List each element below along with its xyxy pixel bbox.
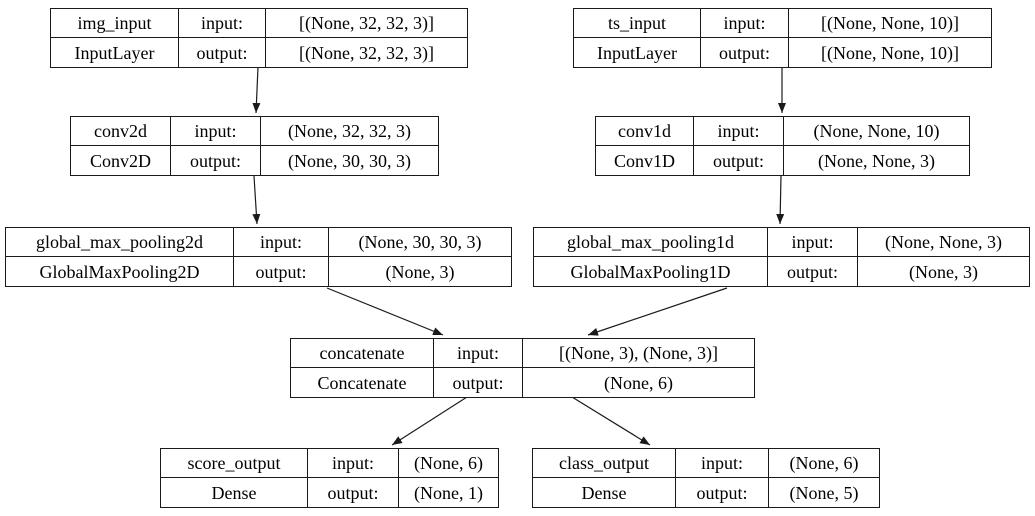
input-label-cell: input: [179,9,266,38]
output-shape-cell: (None, 30, 30, 3) [288,150,411,171]
node-score-output: score_output input: (None, 6) Dense outp… [160,448,499,508]
output-label-cell: output: [171,146,261,175]
output-shape-cell: [(None, 32, 32, 3)] [299,42,434,63]
input-label-cell: input: [434,339,523,368]
input-shape-cell: (None, 32, 32, 3) [261,117,438,146]
layer-name-cell: score_output [161,449,308,478]
output-label-cell: output: [701,38,789,67]
output-shape-cell: (None, 1) [414,482,483,503]
input-shape-cell: (None, 6) [769,449,879,478]
layer-name-cell: conv2d [71,117,171,146]
layer-name-cell: global_max_pooling2d [6,228,234,257]
layer-name-cell: global_max_pooling1d [534,228,768,257]
input-label-cell: input: [676,449,769,478]
input-shape-cell: (None, None, 10) [784,117,969,146]
output-shape-cell: (None, 5) [789,482,859,503]
node-ts-input: ts_input input: [(None, None, 10)] Input… [573,8,992,68]
layer-type-cell: GlobalMaxPooling2D [6,257,234,286]
node-conv2d: conv2d input: (None, 32, 32, 3) Conv2D o… [70,116,439,176]
edge-img-input-to-conv2d [252,66,261,114]
layer-type-cell: InputLayer [51,38,179,67]
node-conv1d: conv1d input: (None, None, 10) Conv1D ou… [595,116,970,176]
input-label-cell: input: [234,228,329,257]
node-concatenate: concatenate input: [(None, 3), (None, 3)… [290,338,755,398]
layer-type-cell: Conv2D [71,146,171,175]
edge-concatenate-to-score-output [391,396,468,446]
edge-global-max-pooling1d-to-concatenate [587,287,728,336]
edge-conv2d-to-global-max-pooling2d [252,175,261,225]
layer-type-cell: Conv1D [596,146,694,175]
layer-type-cell: Concatenate [291,368,434,397]
input-shape-cell: (None, 30, 30, 3) [329,228,511,257]
output-label-cell: output: [179,38,266,67]
layer-type-cell: Dense [533,478,676,507]
edge-concatenate-to-class-output [571,396,651,446]
output-shape-cell: [(None, None, 10)] [821,42,959,63]
input-label-cell: input: [701,9,789,38]
layer-type-cell: Dense [161,478,308,507]
node-class-output: class_output input: (None, 6) Dense outp… [532,448,880,508]
input-shape-cell: [(None, 3), (None, 3)] [523,339,754,368]
output-label-cell: output: [768,257,858,286]
output-shape-cell: (None, 6) [604,372,673,393]
output-label-cell: output: [434,368,523,397]
input-label-cell: input: [308,449,399,478]
node-global-max-pooling2d: global_max_pooling2d input: (None, 30, 3… [5,227,512,287]
node-global-max-pooling1d: global_max_pooling1d input: (None, None,… [533,227,1030,287]
input-label-cell: input: [694,117,784,146]
input-shape-cell: [(None, 32, 32, 3)] [266,9,467,38]
input-shape-cell: (None, 6) [399,449,498,478]
output-label-cell: output: [676,478,769,507]
input-shape-cell: (None, None, 3) [858,228,1029,257]
layer-name-cell: conv1d [596,117,694,146]
edge-conv1d-to-global-max-pooling1d [776,175,785,225]
layer-name-cell: ts_input [574,9,701,38]
edge-global-max-pooling2d-to-concatenate [326,287,444,336]
input-shape-cell: [(None, None, 10)] [789,9,991,38]
node-img-input: img_input input: [(None, 32, 32, 3)] Inp… [50,8,468,68]
output-shape-cell: (None, 3) [385,261,455,282]
output-label-cell: output: [694,146,784,175]
layer-name-cell: img_input [51,9,179,38]
layer-type-cell: GlobalMaxPooling1D [534,257,768,286]
input-label-cell: input: [768,228,858,257]
layer-type-cell: InputLayer [574,38,701,67]
input-label-cell: input: [171,117,261,146]
output-shape-cell: (None, 3) [909,261,978,282]
output-label-cell: output: [234,257,329,286]
output-shape-cell: (None, None, 3) [818,150,935,171]
layer-name-cell: class_output [533,449,676,478]
output-label-cell: output: [308,478,399,507]
layer-name-cell: concatenate [291,339,434,368]
